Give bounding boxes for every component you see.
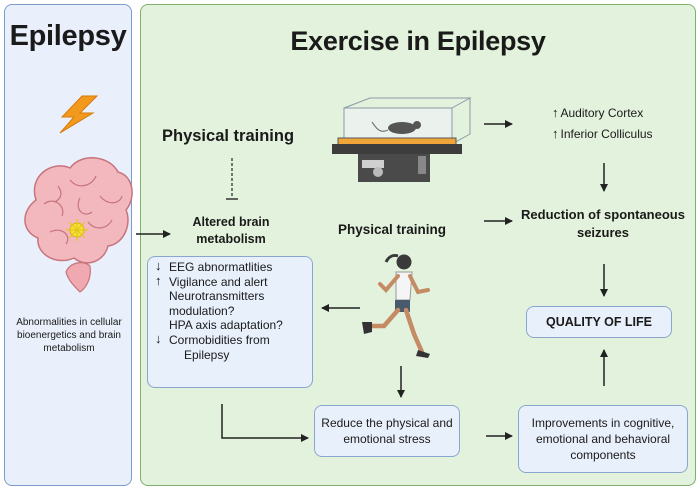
treadmill-rat-icon [332,97,472,182]
improvements-box: Improvements in cognitive, emotional and… [518,405,688,473]
auditory-cortex-item: ↑Auditory Cortex [552,105,643,120]
lightning-icon [59,95,99,134]
exercise-title: Exercise in Epilepsy [290,26,546,56]
effect-text: HPA axis adaptation? [169,318,283,333]
runner-icon [362,254,430,358]
down-arrow-icon: ↓ [155,330,162,346]
brain-icon [24,157,133,293]
up-arrow-icon: ↑ [155,272,162,288]
inferior-colliculus-label: Inferior Colliculus [560,127,653,141]
effect-text: Cormobidities from [169,332,270,347]
effects-box: ↓ EEG abnormatlities ↑ Vigilance and alert… [147,256,313,388]
abnormalities-caption: Abnormalities in cellular bioenergetics … [16,317,122,354]
effect-text: Epilepsy [184,347,230,362]
up-arrow-icon: ↑ [552,126,559,141]
effect-text: modulation? [169,303,235,318]
effect-text: EEG abnormatlities [169,260,273,274]
up-arrow-icon: ↑ [552,105,559,120]
auditory-cortex-label: Auditory Cortex [560,106,644,120]
physical-training-center-label: Physical training [338,222,447,237]
quality-of-life-box: QUALITY OF LIFE [526,306,672,338]
effect-item: Neurotransmitters [154,289,306,304]
inferior-colliculus-item: ↑Inferior Colliculus [552,126,653,141]
effect-item: Epilepsy [154,348,306,363]
effect-text: Vigilance and alert [169,274,268,289]
reduce-stress-box: Reduce the physical and emotional stress [314,405,460,457]
altered-brain-metabolism-label: Altered brain metabolism [192,215,270,246]
effect-item: ↓ Cormobidities from [154,330,306,348]
effect-item: ↑ Vigilance and alert [154,272,306,290]
seizure-reduction-label: Reduction of spontaneous seizures [521,207,685,240]
effect-text: Neurotransmitters [169,289,265,304]
effect-item: modulation? [154,304,306,319]
effect-item: ↓ EEG abnormatlities [154,258,306,275]
effect-item: HPA axis adaptation? [154,318,306,333]
epilepsy-title: Epilepsy [9,20,127,52]
physical-training-label: Physical training [162,127,295,145]
down-arrow-icon: ↓ [155,258,162,273]
